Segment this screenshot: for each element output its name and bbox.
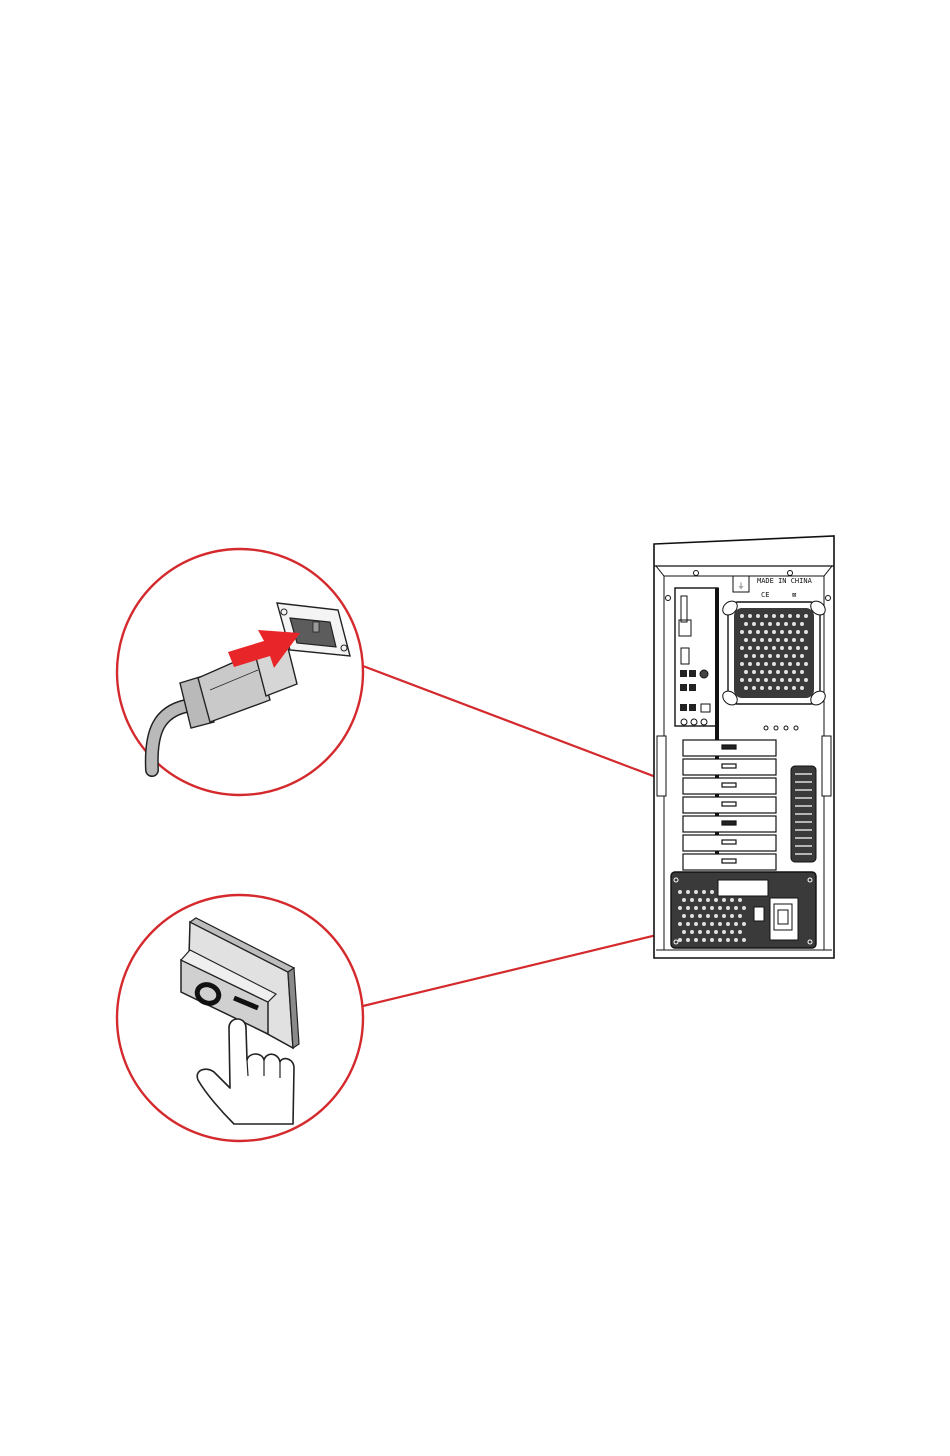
- power-switch-callout: [117, 895, 363, 1141]
- made-in-label: MADE IN CHINA: [757, 577, 813, 585]
- side-vent: [791, 766, 816, 862]
- psu-power-inlet: [774, 904, 792, 930]
- ce-mark-icon: CE: [761, 591, 769, 599]
- pc-case-rear: ⏚ MADE IN CHINA CE ⊠: [654, 536, 834, 958]
- psu-power-switch: [754, 907, 764, 921]
- power-cord-callout: [117, 549, 363, 795]
- expansion-slots: [683, 740, 776, 870]
- svg-text:⏚: ⏚: [738, 582, 745, 590]
- power-supply-unit: [671, 872, 816, 948]
- weee-bin-icon: ⊠: [792, 591, 796, 599]
